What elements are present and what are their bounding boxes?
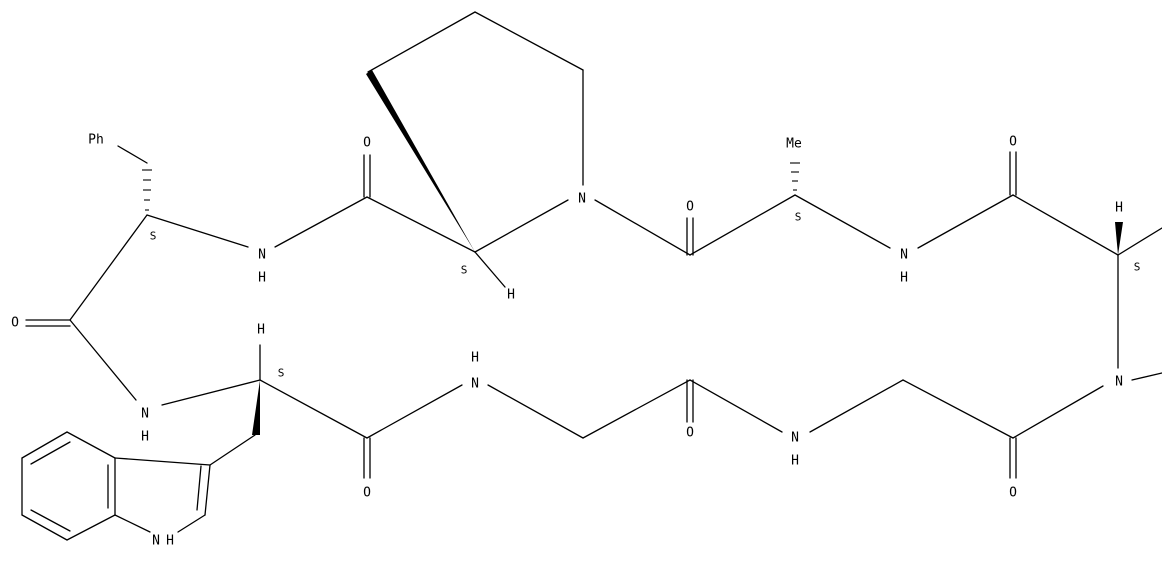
atom-label-nitrogen: N <box>791 431 799 446</box>
atom-label-oxygen: O <box>686 426 694 441</box>
atom-label-nitrogen: N <box>1115 375 1123 390</box>
atom-label-nitrogen: N <box>471 377 479 392</box>
atom-label-nitrogen: N <box>258 248 266 263</box>
atom-label-hydrogen-pro: H <box>507 288 515 303</box>
atom-label-hydrogen: H <box>141 430 149 445</box>
atom-label-hydrogen: H <box>258 271 266 286</box>
atom-label-hydrogen-trp: H <box>257 323 265 338</box>
stereo-label-phe: S <box>150 230 157 243</box>
atom-label-ph: Ph <box>88 133 104 148</box>
atom-label-hydrogen: H <box>900 271 908 286</box>
wedge-bonds <box>252 70 1123 435</box>
atom-label-oxygen: O <box>1009 135 1017 150</box>
atom-label-oxygen: O <box>363 486 371 501</box>
atom-label-oxygen: O <box>686 200 694 215</box>
atom-label-oxygen: O <box>363 136 371 151</box>
hashed-bonds <box>142 162 800 211</box>
atom-label-oxygen: O <box>11 316 19 331</box>
atom-label-indole-h-left: H <box>166 534 174 549</box>
stereo-label-r: S <box>1134 261 1141 274</box>
atom-label-nitrogen: N <box>141 407 149 422</box>
bond-lines <box>21 11 1162 541</box>
atom-label-hydrogen-r: H <box>1115 201 1123 216</box>
atom-label-nitrogen: N <box>900 248 908 263</box>
stereo-label-trp: S <box>278 367 285 380</box>
stereo-label-pro: S <box>461 264 468 277</box>
atom-label-hydrogen: H <box>471 351 479 366</box>
atom-label-nitrogen-pro: N <box>578 192 586 207</box>
atom-label-oxygen: O <box>1009 486 1017 501</box>
atom-label-hydrogen: H <box>791 454 799 469</box>
atom-label-me: Me <box>786 137 802 152</box>
atom-labels: Ph Me O O O O O O O N N N H N H N H <box>8 132 1140 549</box>
stereo-label-ala: S <box>795 211 802 224</box>
atom-label-indole-nh: N <box>152 534 160 549</box>
